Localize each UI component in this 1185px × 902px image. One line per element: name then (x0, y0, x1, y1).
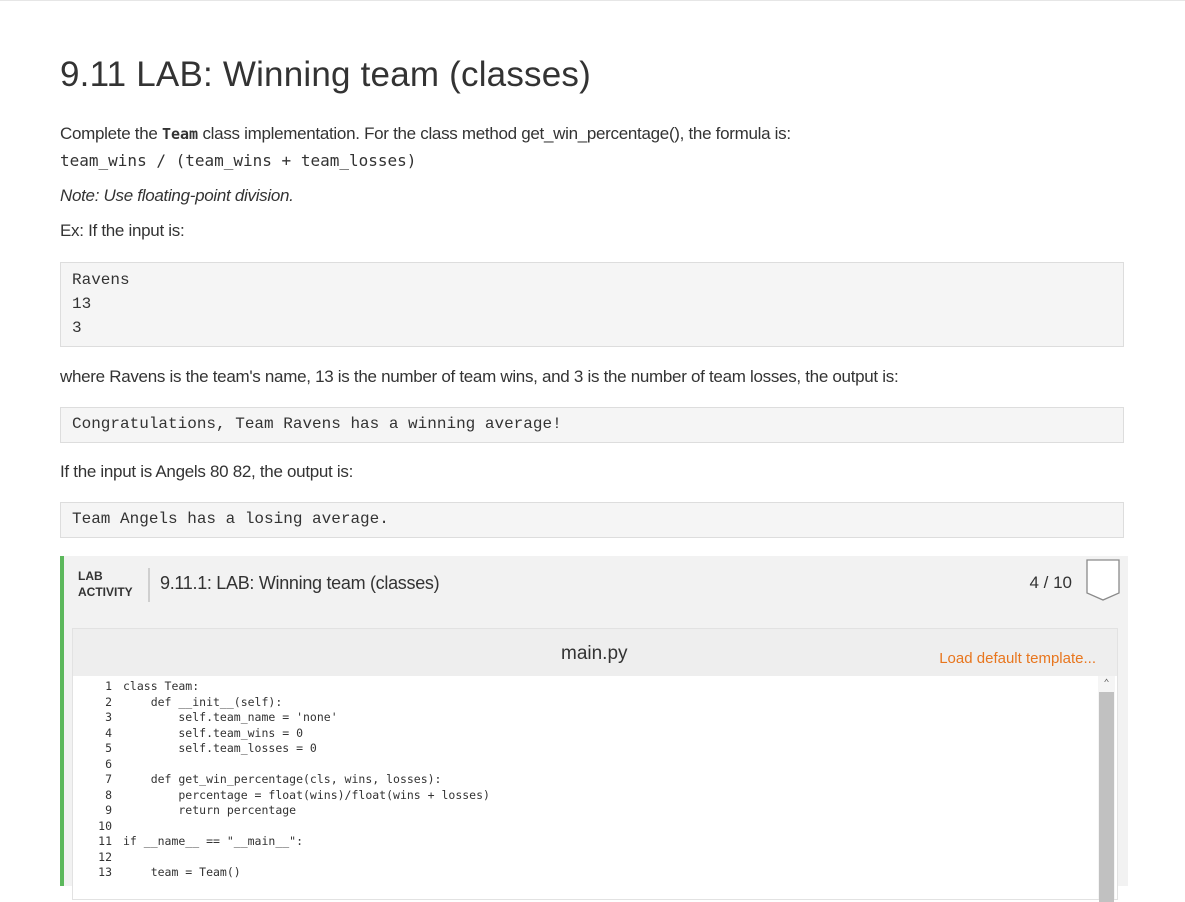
example-intro: Ex: If the input is: (60, 221, 185, 240)
editor-scrollbar-thumb[interactable] (1099, 692, 1114, 902)
page-title: 9.11 LAB: Winning team (classes) (60, 55, 591, 94)
code-line: if __name__ == "__main__": (123, 834, 304, 848)
code-line: return percentage (123, 803, 297, 817)
line-number: 8 (105, 787, 112, 802)
score-shield-icon (1086, 559, 1120, 601)
intro-text-before: Complete the (60, 124, 162, 143)
scroll-up-arrow-icon[interactable]: ⌃ (1103, 678, 1110, 689)
code-line: team = Team() (123, 865, 241, 879)
lab-activity-tag: LAB ACTIVITY (78, 568, 133, 600)
line-number: 7 (105, 772, 112, 786)
note-text: Note: Use floating-point division. (60, 186, 294, 205)
code-line: self.team_wins = 0 (123, 725, 304, 740)
editor-header: main.py Load default template... (73, 629, 1117, 676)
line-number: 1 (105, 679, 112, 693)
line-number: 3 (105, 710, 112, 724)
line-number: 9 (105, 803, 112, 817)
code-text-area[interactable]: 1 2 3 4 5 6 7 8 9 10 11 12 13 class Team… (73, 676, 1117, 902)
example-input-line: 13 (72, 295, 92, 313)
example-output-line: Congratulations, Team Ravens has a winni… (72, 415, 562, 433)
top-border (0, 0, 1185, 1)
code-line: def __init__(self): (123, 694, 283, 709)
line-number: 6 (105, 756, 112, 771)
line-number: 2 (105, 694, 112, 709)
code-line: class Team: (123, 679, 200, 693)
second-output-line: Team Angels has a losing average. (72, 510, 389, 528)
intro-text-after: class implementation. For the class meth… (198, 124, 791, 143)
code-line: percentage = float(wins)/float(wins + lo… (123, 787, 490, 802)
lab-header-divider (148, 568, 150, 602)
line-number: 4 (105, 725, 112, 740)
lab-tag-line: ACTIVITY (78, 585, 133, 599)
example-input-line: Ravens (72, 271, 130, 289)
formula-code: team_wins / (team_wins + team_losses) (60, 151, 417, 170)
lab-score: 4 / 10 (1029, 573, 1072, 592)
code-editor: main.py Load default template... 1 2 3 4… (72, 628, 1118, 902)
lab-tag-line: LAB (78, 569, 103, 583)
example-input-block: Ravens 13 3 (60, 262, 1124, 347)
lab-activity-title: 9.11.1: LAB: Winning team (classes) (160, 573, 440, 593)
line-number-gutter: 1 2 3 4 5 6 7 8 9 10 11 12 13 (73, 676, 120, 899)
example-output-block: Congratulations, Team Ravens has a winni… (60, 407, 1124, 443)
code-line: self.team_losses = 0 (123, 741, 317, 755)
line-number: 12 (98, 849, 112, 864)
lab-activity-panel: LAB ACTIVITY 9.11.1: LAB: Winning team (… (60, 556, 1128, 902)
line-number: 11 (98, 834, 112, 848)
intro-paragraph: Complete the Team class implementation. … (60, 124, 791, 144)
file-name: main.py (561, 643, 628, 664)
line-number: 5 (105, 741, 112, 755)
line-number: 10 (98, 818, 112, 833)
line-number: 13 (98, 865, 112, 879)
code-line: self.team_name = 'none' (123, 710, 338, 724)
code-line: def get_win_percentage(cls, wins, losses… (123, 772, 442, 786)
example-input-line: 3 (72, 319, 82, 337)
intro-inline-code: Team (161, 125, 199, 143)
second-output-block: Team Angels has a losing average. (60, 502, 1124, 538)
second-example-intro: If the input is Angels 80 82, the output… (60, 462, 354, 481)
load-default-template-link[interactable]: Load default template... (939, 650, 1096, 667)
where-text: where Ravens is the team's name, 13 is t… (60, 367, 899, 386)
